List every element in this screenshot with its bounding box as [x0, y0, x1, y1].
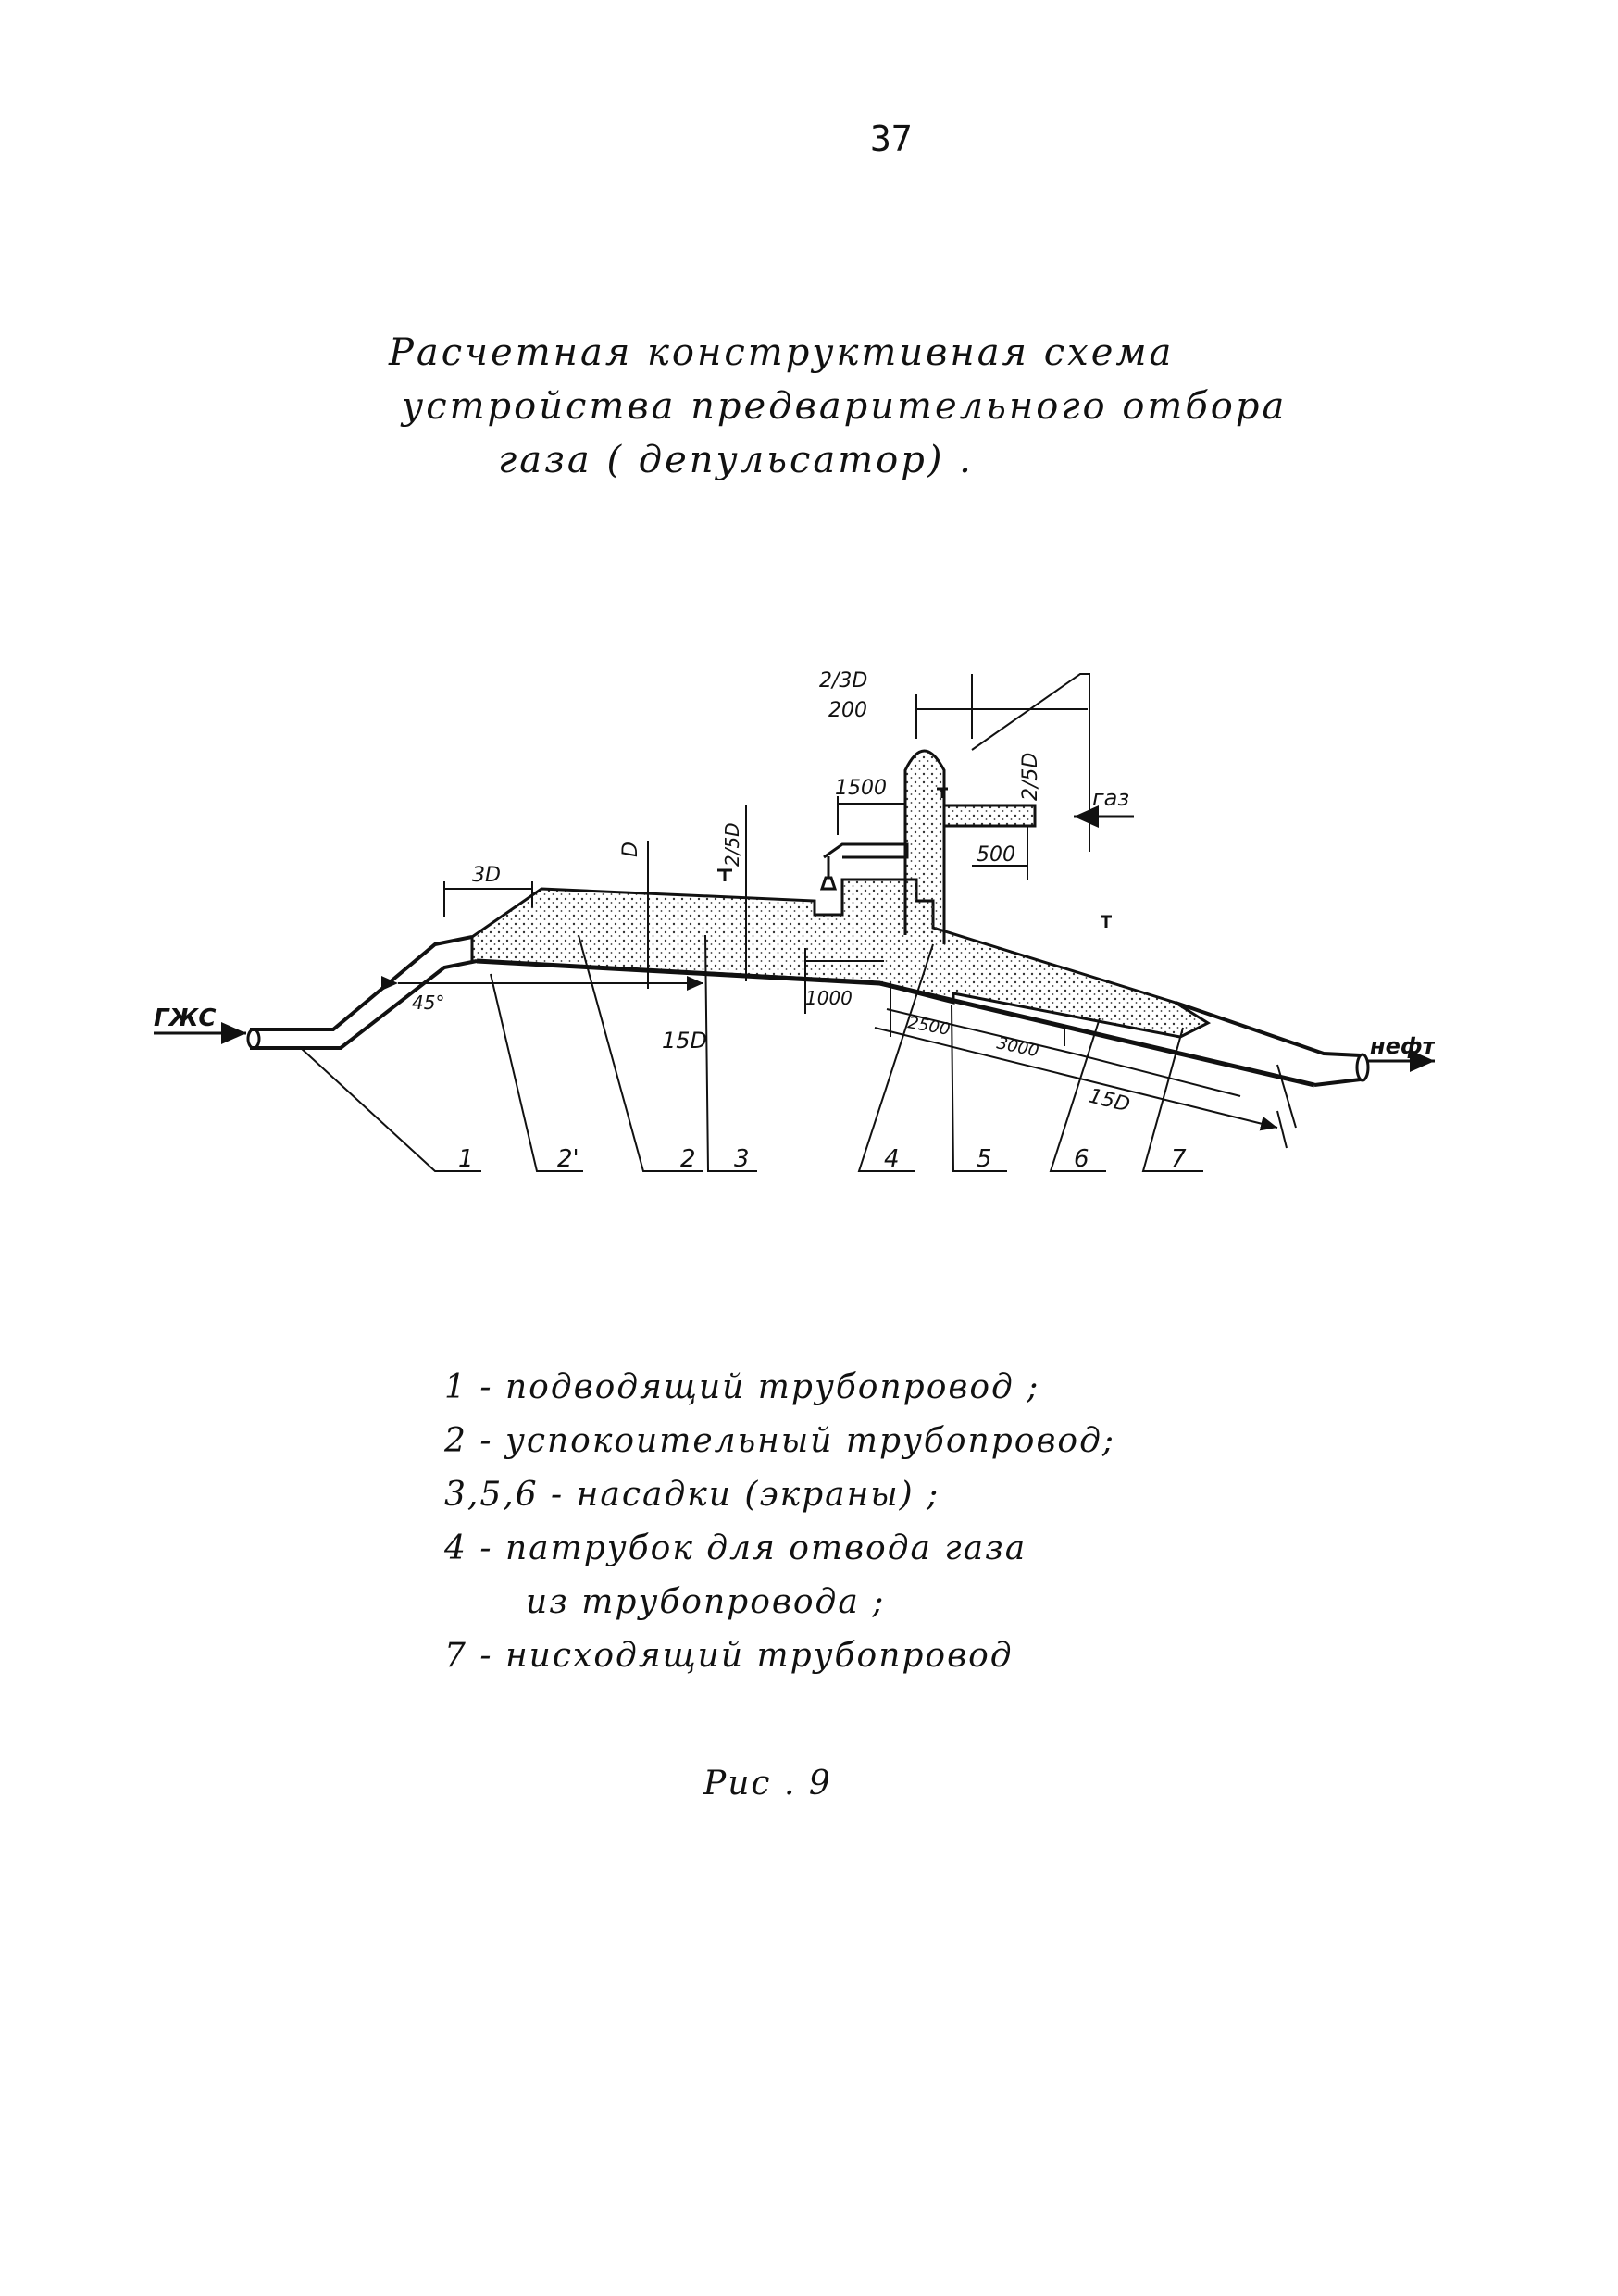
legend-item-1: 1 - подводящий трубопровод ; [444, 1368, 1040, 1406]
dimension-lines [381, 673, 1297, 1131]
dim-2-5d-top: 2/5D [1019, 753, 1042, 801]
dim-1000: 1000 [805, 987, 853, 1009]
dim-3000: 3000 [995, 1033, 1040, 1061]
dim-1500: 1500 [835, 777, 887, 800]
legend-item-4: 4 - патрубок для отвода газа [444, 1529, 1027, 1567]
callout-7: 7 [1171, 1145, 1187, 1173]
gas-outlet-riser [823, 749, 1037, 944]
outlet-label: нефть [1370, 1033, 1435, 1059]
callout-4: 4 [884, 1145, 900, 1173]
dim-2-3d: 2/3D [819, 669, 867, 693]
angle-label: 45° [412, 992, 444, 1014]
figure-title: Расчетная конструктивная схема устройств… [389, 326, 1351, 487]
callout-1: 1 [458, 1145, 474, 1173]
depulsator-diagram: ГЖС нефть газ 45° 2/3D 200 2/5D 1500 3D … [154, 669, 1435, 1173]
callout-2-prime: 2' [557, 1145, 579, 1173]
dim-200: 200 [828, 699, 867, 722]
dim-3d: 3D [472, 864, 501, 887]
callout-leaders [300, 934, 1288, 1172]
legend: 1 - подводящий трубопровод ; 2 - успокои… [444, 1361, 1277, 1683]
dim-2-5d-mid: 2/5D [721, 822, 743, 867]
title-line-3: газа ( депульсатор) . [498, 439, 974, 481]
dim-500: 500 [977, 843, 1015, 867]
dim-D: D [619, 842, 642, 857]
callout-3: 3 [734, 1145, 750, 1173]
legend-item-3: 3,5,6 - насадки (экраны) ; [444, 1476, 940, 1514]
dim-2500: 2500 [906, 1013, 952, 1040]
legend-item-4-cont: из трубопровода ; [526, 1583, 886, 1621]
title-line-2: устройства предварительного отбора [402, 385, 1288, 428]
legend-item-2: 2 - успокоительный трубопровод; [444, 1422, 1116, 1460]
callout-2: 2 [680, 1145, 696, 1173]
title-line-1: Расчетная конструктивная схема [389, 331, 1175, 374]
page-number: 37 [870, 119, 913, 159]
inlet-label: ГЖС [154, 1004, 216, 1032]
figure-caption: Рис . 9 [703, 1765, 832, 1803]
callout-6: 6 [1074, 1145, 1089, 1173]
dim-15d-left: 15D [662, 1028, 707, 1054]
gas-label: газ [1092, 785, 1129, 811]
legend-item-7: 7 - нисходящий трубопровод [444, 1637, 1014, 1675]
callout-5: 5 [977, 1145, 992, 1173]
callout-numbers: 1 2' 2 3 4 5 6 7 [458, 1145, 1187, 1173]
valves [717, 787, 1112, 928]
